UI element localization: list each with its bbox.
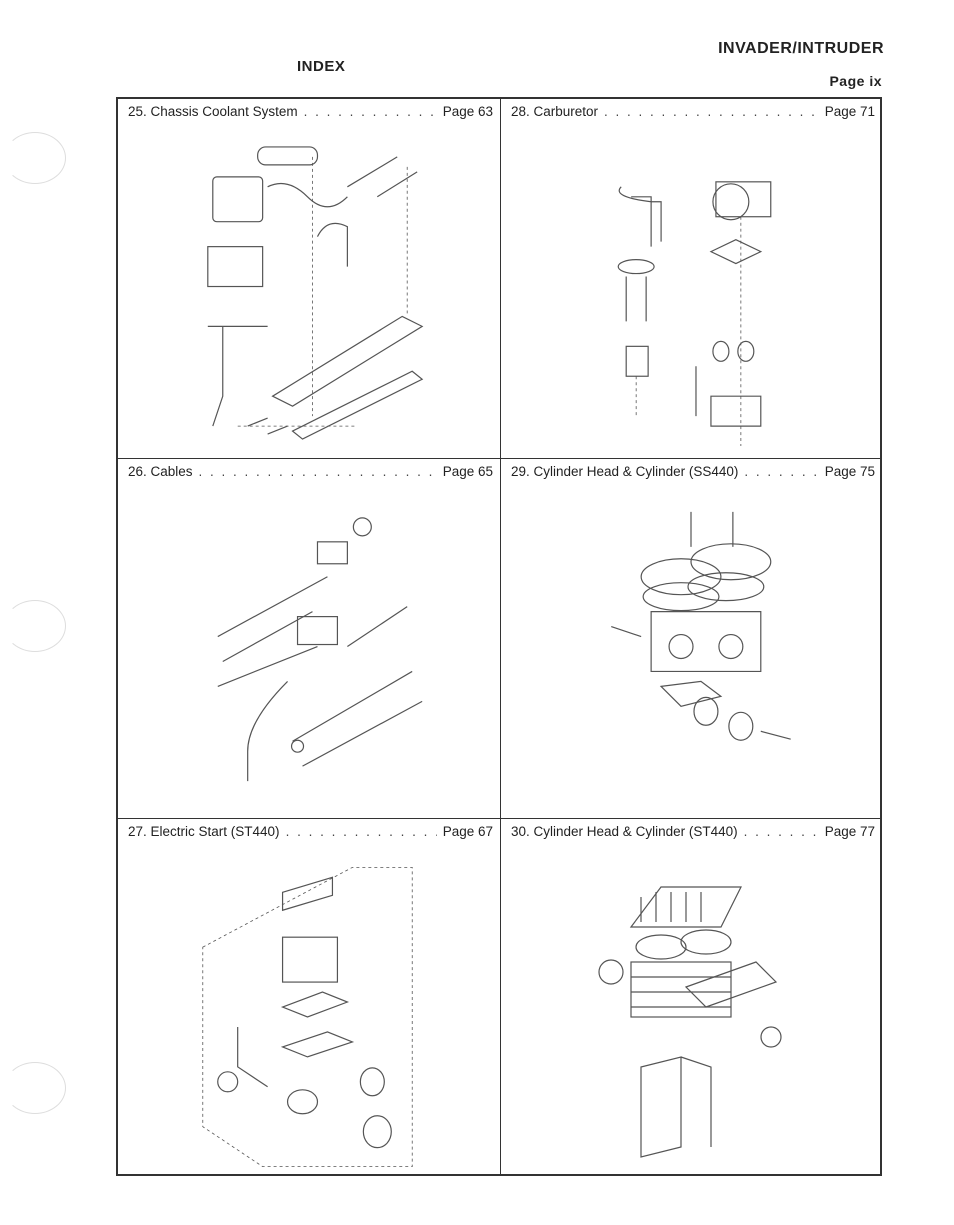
entry-title: 28. Carburetor: [511, 104, 599, 119]
binder-hole: [4, 600, 66, 652]
entry-page: Page 71: [824, 104, 875, 119]
index-entry-cylinder-ss440: 29. Cylinder Head & Cylinder (SS440) Page…: [501, 459, 882, 819]
entry-page: Page 65: [442, 464, 493, 479]
index-entry-chassis-coolant: 25. Chassis Coolant System Page 63: [118, 99, 501, 459]
binder-hole: [4, 132, 66, 184]
entry-page: Page 77: [824, 824, 875, 839]
cables-diagram: [217, 517, 423, 782]
entry-title: 29. Cylinder Head & Cylinder (SS440): [511, 464, 739, 479]
model-title: INVADER/INTRUDER: [718, 40, 884, 57]
index-grid: 25. Chassis Coolant System Page 63 28. Ca…: [116, 97, 882, 1176]
entry-page: Page 63: [442, 104, 493, 119]
carburetor-diagram: [617, 181, 772, 447]
index-entry-cylinder-st440: 30. Cylinder Head & Cylinder (ST440) Page…: [501, 819, 882, 1174]
index-entry-cables: 26. Cables Page 65: [118, 459, 501, 819]
index-entry-electric-start: 27. Electric Start (ST440) Page 67: [118, 819, 501, 1174]
entry-title: 27. Electric Start (ST440): [128, 824, 280, 839]
entry-title: 30. Cylinder Head & Cylinder (ST440): [511, 824, 738, 839]
cylinder-ss440-diagram: [611, 511, 791, 741]
index-heading: INDEX: [297, 58, 346, 75]
page-number: Page ix: [829, 73, 882, 89]
binder-hole: [4, 1062, 66, 1114]
index-entry-carburetor: 28. Carburetor Page 71: [501, 99, 882, 459]
electric-start-diagram: [202, 866, 413, 1167]
entry-title: 25. Chassis Coolant System: [128, 104, 298, 119]
entry-page: Page 67: [442, 824, 493, 839]
entry-page: Page 75: [824, 464, 875, 479]
entry-title: 26. Cables: [128, 464, 193, 479]
coolant-system-diagram: [207, 146, 424, 440]
cylinder-st440-diagram: [598, 886, 782, 1158]
